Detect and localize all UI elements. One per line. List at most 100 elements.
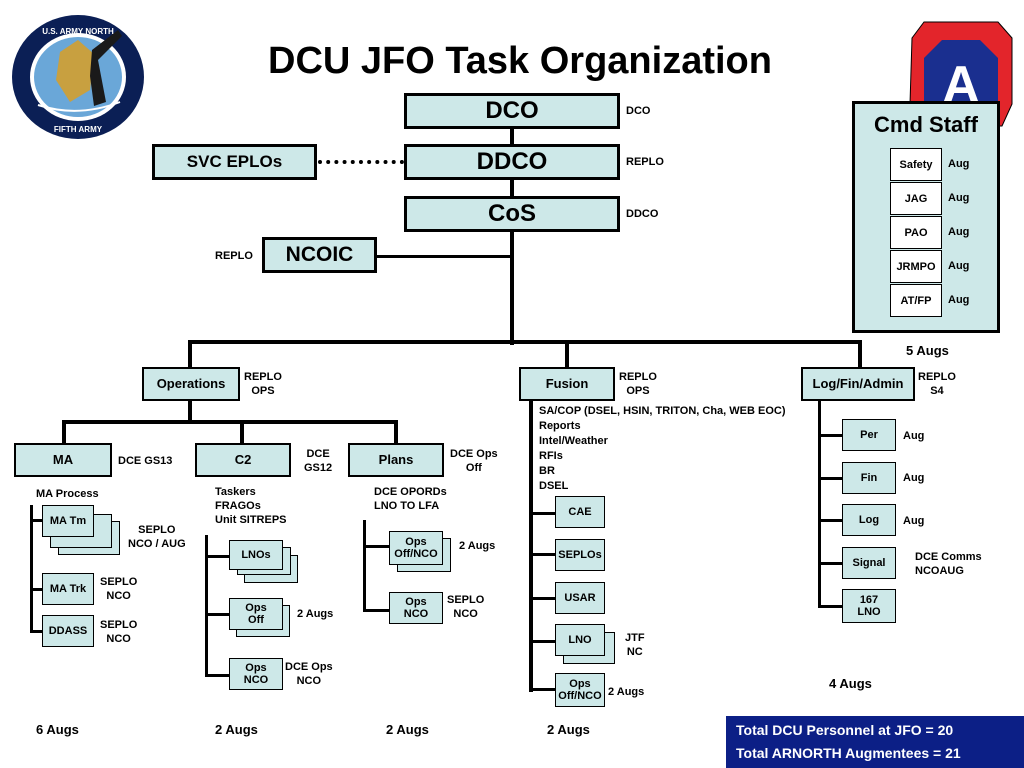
ma-tm-note: SEPLO NCO / AUG xyxy=(128,524,186,550)
total-arnorth: Total ARNORTH Augmentees = 21 xyxy=(736,745,961,762)
log-label: Log xyxy=(858,513,880,526)
connector xyxy=(240,420,244,444)
c2-ops-nco-note: DCE Ops NCO xyxy=(285,661,333,687)
ma-trk-box: MA Trk xyxy=(42,573,94,605)
per-note: Aug xyxy=(903,430,925,442)
plans-label: Plans xyxy=(378,451,414,467)
svg-text:FIFTH ARMY: FIFTH ARMY xyxy=(54,125,103,134)
fusion-ops-note: 2 Augs xyxy=(608,686,645,698)
operations-note: REPLO OPS xyxy=(244,371,282,397)
ddass-label: DDASS xyxy=(48,624,88,637)
per-box: Per xyxy=(842,419,896,451)
connector xyxy=(529,400,533,692)
per-label: Per xyxy=(860,428,878,441)
ddco-label: DDCO xyxy=(476,147,548,175)
cae-box: CAE xyxy=(555,496,605,528)
fusion-note: REPLO OPS xyxy=(619,371,657,397)
logfin-box: Log/Fin/Admin xyxy=(801,367,915,401)
ddass-box: DDASS xyxy=(42,615,94,647)
ma-augs: 6 Augs xyxy=(36,722,79,737)
connector xyxy=(62,420,398,424)
fusion-box: Fusion xyxy=(519,367,615,401)
atfp-aug: Aug xyxy=(948,294,970,306)
connector xyxy=(818,519,842,522)
connector xyxy=(188,340,862,344)
plans-ops-nco-box: Ops NCO xyxy=(389,592,443,624)
connector xyxy=(818,434,842,437)
lnos-label: LNOs xyxy=(241,548,271,561)
usar-box: USAR xyxy=(555,582,605,614)
plans-augs: 2 Augs xyxy=(386,722,429,737)
ncoic-box: NCOIC xyxy=(262,237,377,273)
log-note: Aug xyxy=(903,515,925,527)
connector xyxy=(529,640,555,643)
fusion-ops-label: Ops Off/NCO xyxy=(558,677,602,702)
dco-box: DCO xyxy=(404,93,620,129)
connector xyxy=(30,588,42,591)
totals-box: Total DCU Personnel at JFO = 20 Total AR… xyxy=(726,716,1024,768)
ma-label: MA xyxy=(52,451,74,467)
connector xyxy=(363,520,366,612)
c2-augs: 2 Augs xyxy=(215,722,258,737)
safety-box: Safety xyxy=(890,148,942,181)
connector xyxy=(818,562,842,565)
ncoic-note: REPLO xyxy=(215,250,253,262)
fin-note: Aug xyxy=(903,472,925,484)
ddco-note: REPLO xyxy=(626,156,664,168)
atfp-box: AT/FP xyxy=(890,284,942,317)
ma-note: DCE GS13 xyxy=(118,455,173,467)
army-north-seal-logo: U.S. ARMY NORTH FIFTH ARMY xyxy=(12,15,144,139)
connector xyxy=(188,340,192,370)
cae-label: CAE xyxy=(568,505,592,518)
connector xyxy=(510,127,514,345)
connector xyxy=(394,420,398,444)
ma-tm-label: MA Tm xyxy=(49,514,87,527)
fusion-ops-box: Ops Off/NCO xyxy=(555,673,605,707)
connector xyxy=(529,597,555,600)
pao-aug: Aug xyxy=(948,226,970,238)
connector xyxy=(363,545,389,548)
logfin-note: REPLO S4 xyxy=(918,371,956,397)
plans-note: DCE Ops Off xyxy=(450,448,498,474)
jag-aug: Aug xyxy=(948,192,970,204)
svc-eplos-label: SVC EPLOs xyxy=(186,151,283,171)
cos-label: CoS xyxy=(488,199,536,227)
plans-box: Plans xyxy=(348,443,444,477)
connector xyxy=(818,400,821,608)
ma-box: MA xyxy=(14,443,112,477)
connector xyxy=(62,420,66,444)
connector xyxy=(529,688,555,691)
ma-trk-note: SEPLO NCO xyxy=(100,576,138,602)
connector xyxy=(205,535,208,677)
signal-box: Signal xyxy=(842,547,896,579)
ma-process-label: MA Process xyxy=(36,488,99,500)
c2-ops-nco-box: Ops NCO xyxy=(229,658,283,690)
connector xyxy=(30,519,42,522)
dco-label: DCO xyxy=(485,96,539,124)
c2-tasks: Taskers FRAGOs Unit SITREPS xyxy=(215,486,287,526)
logfin-lno-label: 167 LNO xyxy=(857,593,881,618)
logfin-augs: 4 Augs xyxy=(829,676,872,691)
fusion-lno-box: LNO xyxy=(555,624,605,656)
plans-tasks: DCE OPORDs LNO TO LFA xyxy=(374,486,447,512)
jrmpo-aug: Aug xyxy=(948,260,970,272)
cos-box: CoS xyxy=(404,196,620,232)
ma-trk-label: MA Trk xyxy=(49,582,87,595)
connector xyxy=(363,609,389,612)
cmd-staff-panel: Cmd Staff Safety Aug JAG Aug PAO Aug JRM… xyxy=(852,101,1000,333)
plans-ops-nco-label: Ops NCO xyxy=(403,595,429,620)
signal-label: Signal xyxy=(852,556,886,569)
connector xyxy=(818,605,842,608)
connector xyxy=(376,255,512,258)
lnos-box: LNOs xyxy=(229,540,283,570)
connector xyxy=(205,613,229,616)
logfin-lno-box: 167 LNO xyxy=(842,589,896,623)
c2-ops-nco-label: Ops NCO xyxy=(243,661,269,686)
usar-label: USAR xyxy=(564,591,596,604)
cos-note: DDCO xyxy=(626,208,659,220)
plans-ops-offnco-note: 2 Augs xyxy=(459,540,496,552)
fusion-lno-note: JTF NC xyxy=(625,632,645,658)
plans-ops-nco-note: SEPLO NCO xyxy=(447,594,485,620)
signal-note: DCE Comms NCOAUG xyxy=(915,551,982,577)
c2-ops-off-box: Ops Off xyxy=(229,598,283,630)
